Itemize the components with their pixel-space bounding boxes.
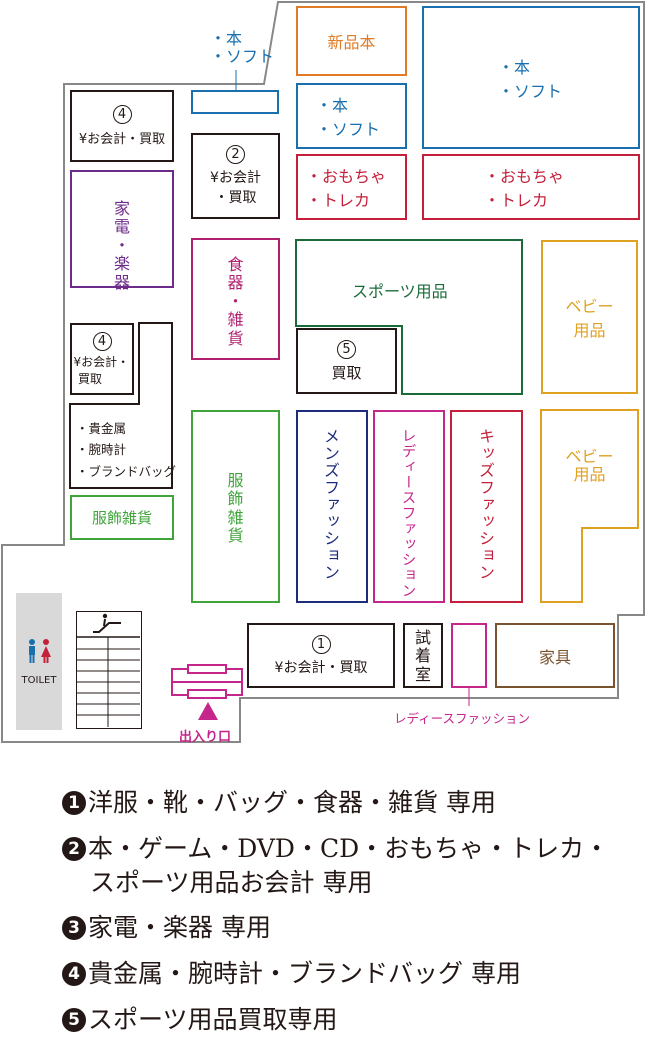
floor-outline xyxy=(1,0,645,743)
ladies-fashion-bottom-label: レディースファッション xyxy=(394,711,531,726)
baby-bottom-shape xyxy=(540,409,639,603)
toilet-label: TOILET xyxy=(21,675,57,686)
luxury-zone-label: ・貴金属・腕時計・ブランドバッグ xyxy=(76,421,177,479)
checkout-2: 2 ¥お会計 ・買取 xyxy=(191,133,280,219)
apparel-goods-zone-tall: 服飾雑貨 xyxy=(191,410,280,603)
baby-top-zone: ベビー用品 xyxy=(541,240,638,394)
new-book-zone: 新品本 xyxy=(296,6,407,76)
entrance-arrow-icon xyxy=(198,702,218,720)
checkout-4-top: 4 ¥お会計・買取 xyxy=(70,90,174,162)
fitting-room: 試着室 xyxy=(403,623,443,688)
floor-map: ・本・ソフト 新品本 ・本・ソフト ・本・ソフト ・おもちゃ・トレカ ・おもちゃ… xyxy=(1,0,645,745)
apparel-goods-zone-small: 服飾雑貨 xyxy=(70,495,174,540)
appliance-zone: 家電・楽器 xyxy=(70,170,174,291)
tableware-zone: 食器・雑貨 xyxy=(191,238,280,360)
book-soft-large-zone: ・本・ソフト xyxy=(422,6,640,149)
sports-zone-label: スポーツ用品 xyxy=(352,282,448,301)
kids-fashion-zone: キッズファッション xyxy=(450,410,523,603)
buy-5-zone: 5 買取 xyxy=(296,328,397,394)
book-soft-mid-zone: ・本・ソフト xyxy=(296,83,407,149)
book-soft-top-box xyxy=(191,90,279,114)
checkout-4-mid: 4 ¥お会計・ 買取 xyxy=(70,323,134,395)
sports-zone-shape xyxy=(295,239,523,395)
entrance-label: 出入り口 xyxy=(179,730,232,745)
furniture-zone: 家具 xyxy=(495,623,615,688)
baby-bottom-label: ベビー用品 xyxy=(565,447,614,485)
luxury-zone-shape xyxy=(69,322,173,489)
toilet-area: TOILET xyxy=(16,593,62,730)
escalator xyxy=(76,611,142,729)
yen-icon: ¥お会計・買取 xyxy=(78,132,166,147)
ladies-fashion-small-box xyxy=(451,623,487,688)
ladies-fashion-zone: レディースファッション xyxy=(373,410,445,603)
escalator-icon xyxy=(77,613,140,727)
book-soft-top-label: ・本・ソフト xyxy=(210,29,275,67)
mens-fashion-zone: メンズファッション xyxy=(296,410,368,603)
toilet-icon xyxy=(29,639,51,663)
toys-left-zone: ・おもちゃ・トレカ xyxy=(296,154,407,220)
toys-right-zone: ・おもちゃ・トレカ xyxy=(422,154,640,220)
entrance-doors xyxy=(171,664,243,699)
checkout-1: 1 ¥お会計・買取 xyxy=(247,623,395,688)
